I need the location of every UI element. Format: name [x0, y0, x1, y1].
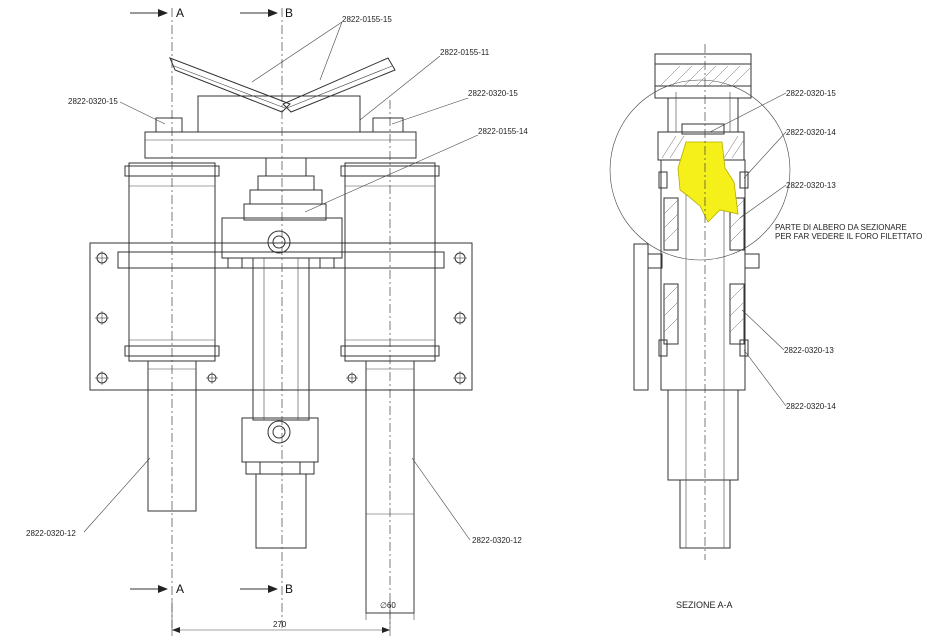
- left-nut: [155, 117, 183, 133]
- section-title: SEZIONE A-A: [676, 600, 733, 610]
- label-0155-11: 2822-0155-11: [440, 48, 490, 57]
- marker-b-top: B: [285, 6, 293, 20]
- note-line-1: PARTE DI ALBERO DA SEZIONARE: [775, 223, 907, 232]
- section-label-0320-14-top: 2822-0320-14: [786, 128, 836, 137]
- section-label-0320-13-bottom: 2822-0320-13: [784, 346, 834, 355]
- front-view: A B A B 2822-0155-15 2822-0155-11 2822-0…: [26, 6, 528, 636]
- leader-lines: [83, 21, 479, 541]
- section-arrows: [130, 9, 278, 593]
- section-label-0320-14-bottom: 2822-0320-14: [786, 402, 836, 411]
- v-support: [169, 57, 396, 133]
- label-0320-15-left: 2822-0320-15: [68, 97, 118, 106]
- width-dimension: 270: [273, 620, 287, 629]
- label-0320-15-right: 2822-0320-15: [468, 89, 518, 98]
- section-lower-body: [667, 389, 739, 481]
- label-0320-12-left: 2822-0320-12: [26, 529, 76, 538]
- section-label-0320-13-top: 2822-0320-13: [786, 181, 836, 190]
- label-0155-15: 2822-0155-15: [342, 15, 392, 24]
- highlight-cut-area: [677, 141, 739, 223]
- base-plate: [89, 242, 473, 391]
- right-nut: [372, 117, 404, 133]
- note-line-2: PER FAR VEDERE IL FORO FILETTATO: [775, 232, 922, 241]
- central-column: [221, 157, 343, 549]
- marker-a-top: A: [176, 6, 184, 20]
- marker-a-bottom: A: [176, 582, 184, 596]
- section-leader-lines: [709, 92, 787, 407]
- section-top-block: [654, 53, 752, 99]
- label-0320-12-right: 2822-0320-12: [472, 536, 522, 545]
- diameter-dimension: ∅60: [380, 601, 396, 610]
- section-label-0320-15: 2822-0320-15: [786, 89, 836, 98]
- marker-b-bottom: B: [285, 582, 293, 596]
- detail-circle: [609, 79, 791, 261]
- section-left-flange: [633, 243, 649, 391]
- dimension-lines: [171, 600, 415, 636]
- label-0155-14: 2822-0155-14: [478, 127, 528, 136]
- mounting-holes: [95, 251, 467, 385]
- cross-bar: [117, 251, 445, 269]
- section-view: 2822-0320-15 2822-0320-14 2822-0320-13 2…: [609, 44, 922, 610]
- top-beam: [144, 131, 417, 159]
